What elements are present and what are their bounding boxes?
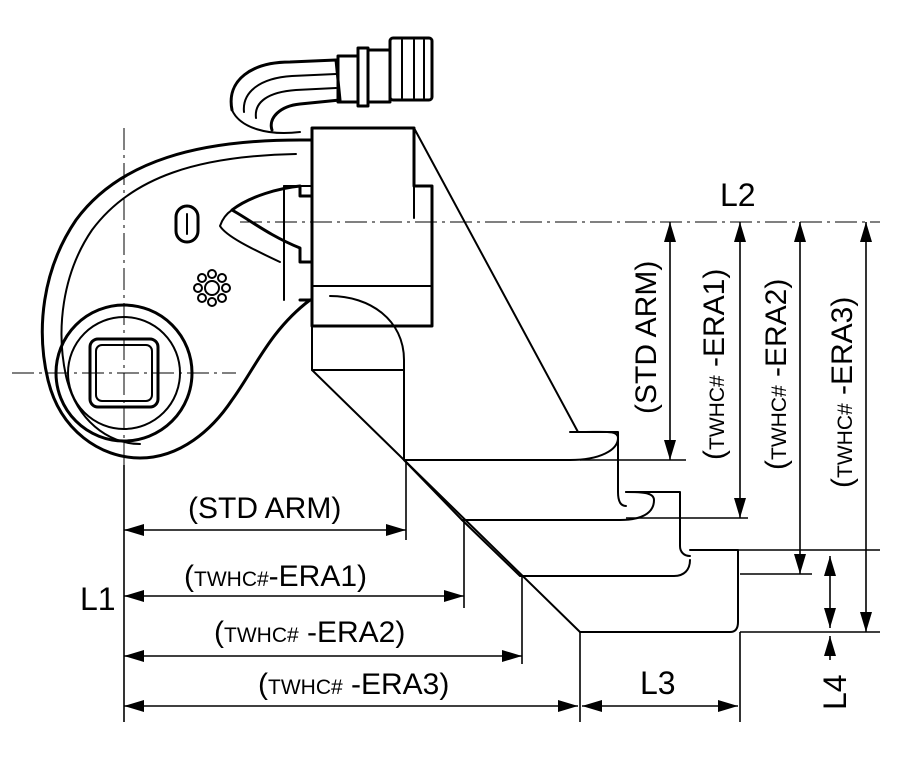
dim-l3 xyxy=(582,700,738,712)
label-std-arm-horizontal: (STD ARM) xyxy=(188,492,341,525)
dim-era1-horizontal xyxy=(124,590,464,602)
swivel-fitting xyxy=(229,36,434,134)
label-era1-horizontal: (TWHC#-ERA1) xyxy=(184,560,367,593)
dim-era2-horizontal xyxy=(124,650,522,662)
dim-era2-vertical xyxy=(794,222,806,574)
dim-era3-horizontal xyxy=(124,700,578,712)
dim-std-arm-vertical xyxy=(664,222,676,460)
dim-l4 xyxy=(824,556,836,660)
horizontal-extension-lines xyxy=(123,460,741,722)
label-era3-horizontal: (TWHC# -ERA3) xyxy=(258,668,449,701)
label-era1-vertical: (TWHC# -ERA1) xyxy=(698,269,731,460)
label-l2: L2 xyxy=(720,177,756,213)
label-era3-vertical: (TWHC# -ERA3) xyxy=(826,297,859,488)
dim-era1-vertical xyxy=(734,222,746,518)
label-l4: L4 xyxy=(817,674,853,710)
label-l3: L3 xyxy=(640,665,676,701)
label-l1: L1 xyxy=(80,581,116,617)
tool-head xyxy=(40,138,314,460)
dim-std-arm-horizontal xyxy=(124,524,406,536)
label-era2-horizontal: (TWHC# -ERA2) xyxy=(214,616,405,649)
dim-era3-vertical xyxy=(860,222,872,632)
label-std-arm-vertical: (STD ARM) xyxy=(630,261,663,414)
label-era2-vertical: (TWHC# -ERA2) xyxy=(760,279,793,470)
bolt-pattern-icon xyxy=(193,269,231,307)
center-lines xyxy=(12,128,880,465)
vertical-extension-lines xyxy=(580,459,880,633)
